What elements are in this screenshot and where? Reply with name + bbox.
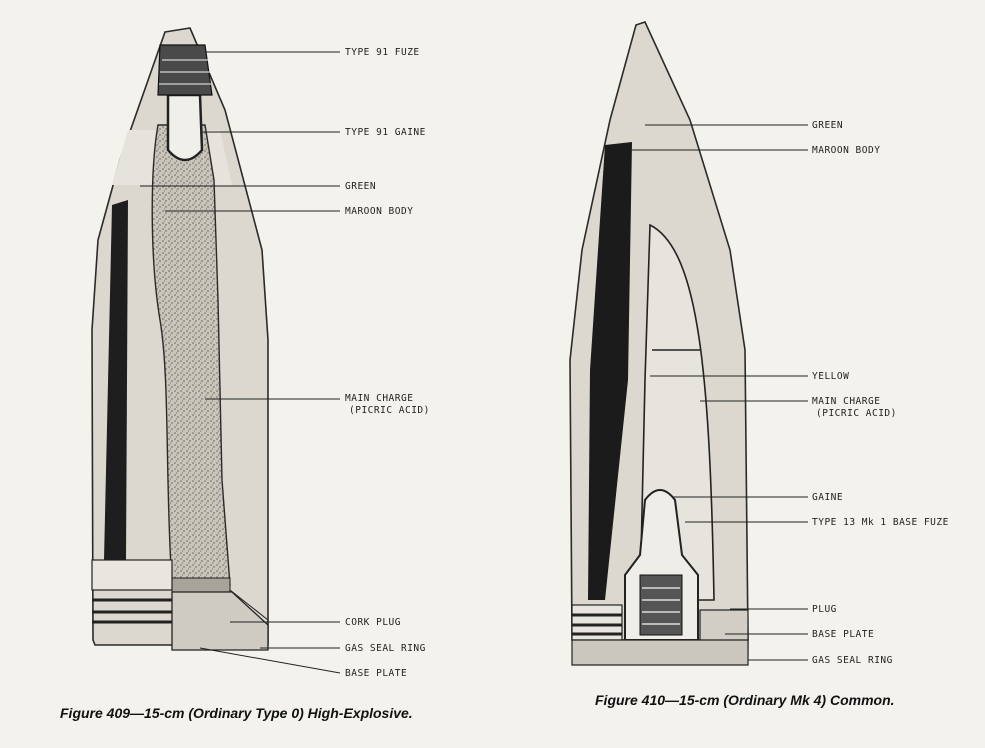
shell-410-maroon-wall [588,142,632,600]
leaders-409 [140,51,341,674]
shell-409-maroon-wall [104,200,128,560]
label-410-maroon-body: MAROON BODY [812,145,881,156]
shell-409-base-plate [171,591,269,651]
caption-figure-409: Figure 409—15-cm (Ordinary Type 0) High-… [60,705,413,721]
label-409-picric-acid: (PICRIC ACID) [349,405,430,416]
label-410-picric-acid: (PICRIC ACID) [816,408,897,419]
label-410-plug: PLUG [812,604,837,615]
label-410-base-plate: BASE PLATE [812,629,875,640]
caption-figure-410: Figure 410—15-cm (Ordinary Mk 4) Common. [595,692,895,708]
label-410-base-fuze: TYPE 13 Mk 1 BASE FUZE [812,517,949,528]
label-409-maroon-body: MAROON BODY [345,206,414,217]
shell-409-fuze [157,44,213,96]
label-409-base-plate: BASE PLATE [345,668,408,679]
shell-410 [569,21,749,666]
leaders-410 [630,124,808,661]
label-409-type-91-fuze: TYPE 91 FUZE [345,47,420,58]
label-409-green: GREEN [345,181,377,192]
label-410-green: GREEN [812,120,844,131]
shell-409-gaine [166,93,204,162]
label-410-yellow: YELLOW [812,371,850,382]
label-409-type-91-gaine: TYPE 91 GAINE [345,127,426,138]
shell-409-driving-band [91,559,173,591]
label-409-cork-plug: CORK PLUG [345,617,401,628]
shell-409-cork-plug [171,577,231,593]
label-410-gas-seal-ring: GAS SEAL RING [812,655,893,666]
shell-409 [91,27,269,651]
label-409-gas-seal-ring: GAS SEAL RING [345,643,426,654]
label-410-main-charge: MAIN CHARGE [812,396,881,407]
label-409-main-charge: MAIN CHARGE [345,393,414,404]
label-410-gaine: GAINE [812,492,844,503]
